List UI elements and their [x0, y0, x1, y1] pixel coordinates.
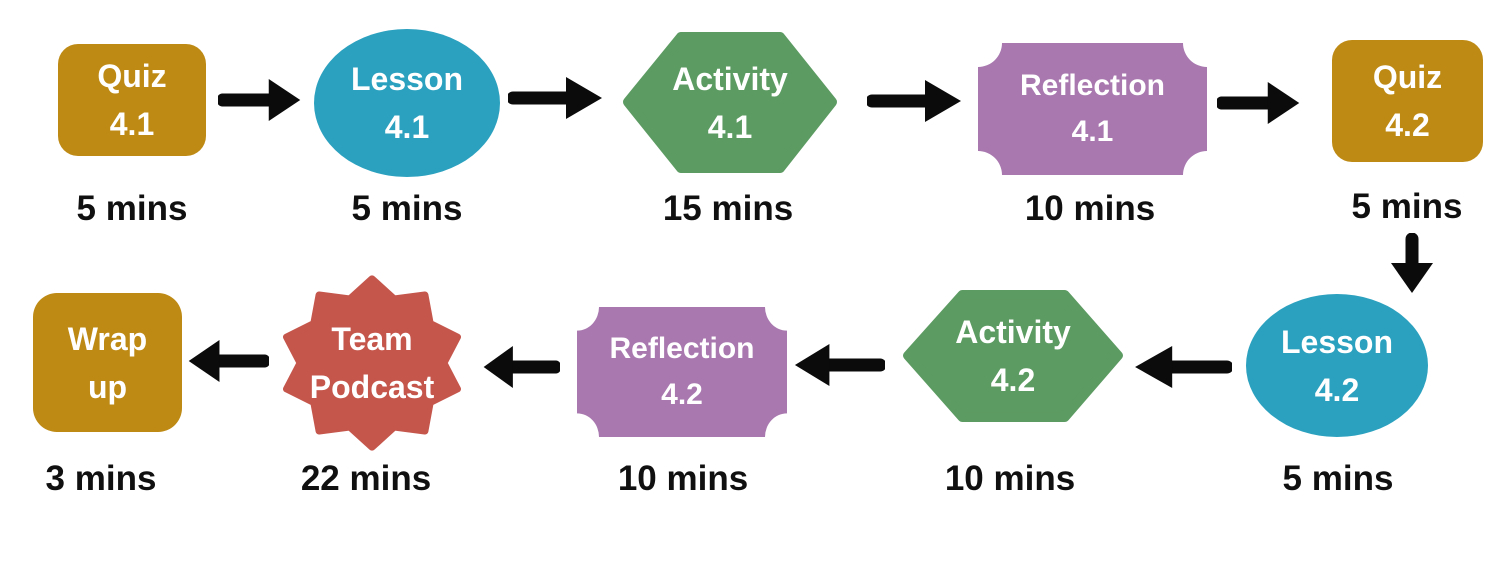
node-activity-4-1: Activity 4.1 — [623, 32, 837, 173]
node-title: Activity — [955, 314, 1071, 350]
node-subtitle: 4.1 — [109, 106, 155, 142]
node-reflection-4-1: Reflection 4.1 — [978, 43, 1207, 175]
node-title: Reflection — [609, 331, 755, 365]
time-label-activity-4-1: 15 mins — [662, 189, 794, 228]
rounded-rectangle-shape — [1332, 40, 1483, 162]
node-quiz-4-2: Quiz 4.2 — [1332, 40, 1483, 162]
node-quiz-4-1: Quiz 4.1 — [58, 44, 206, 156]
arrow-quiz-4-2-to-lesson-4-2-icon — [1391, 233, 1433, 293]
arrow-lesson-4-2-to-activity-4-2-icon — [1135, 346, 1232, 388]
time-label-wrap-up: 3 mins — [45, 459, 157, 498]
arrow-team-podcast-to-wrap-up-icon — [188, 340, 269, 382]
rounded-rectangle-shape — [33, 293, 182, 432]
arrow-lesson-4-1-to-activity-4-1-icon — [508, 77, 602, 119]
node-reflection-4-2: Reflection 4.2 — [577, 307, 787, 437]
node-label: Quiz 4.1 — [58, 44, 206, 156]
node-subtitle: 4.2 — [1385, 107, 1430, 143]
node-activity-4-2: Activity 4.2 — [903, 290, 1123, 422]
hexagon-shape — [903, 290, 1123, 422]
node-title: Lesson — [350, 61, 464, 97]
node-label: Lesson 4.2 — [1246, 294, 1428, 437]
arrow-reflection-4-2-to-team-podcast-icon — [483, 346, 560, 388]
rounded-rectangle-shape — [58, 44, 206, 156]
ellipse-shape — [1246, 294, 1428, 437]
node-team-podcast: Team Podcast — [275, 272, 469, 454]
ticket-plaque-shape — [577, 307, 787, 437]
node-title: Team — [331, 321, 413, 357]
node-label: Activity 4.1 — [623, 32, 837, 173]
time-label-reflection-4-1: 10 mins — [1024, 189, 1156, 228]
time-label-team-podcast: 22 mins — [300, 459, 432, 498]
node-label: Wrap up — [33, 293, 182, 432]
time-label-lesson-4-2: 5 mins — [1282, 459, 1394, 498]
node-title: Lesson — [1280, 323, 1394, 360]
node-subtitle: 4.2 — [990, 362, 1036, 398]
time-label-activity-4-2: 10 mins — [944, 459, 1076, 498]
arrow-activity-4-2-to-reflection-4-2-icon — [794, 344, 885, 386]
node-subtitle: Podcast — [309, 369, 435, 405]
node-label: Reflection 4.1 — [978, 43, 1207, 175]
node-title: Quiz — [1372, 59, 1443, 95]
node-wrap-up: Wrap up — [33, 293, 182, 432]
node-title: Wrap — [67, 320, 148, 357]
node-lesson-4-1: Lesson 4.1 — [314, 29, 500, 177]
time-label-reflection-4-2: 10 mins — [617, 459, 749, 498]
node-title: Activity — [672, 60, 788, 97]
ellipse-shape — [314, 29, 500, 177]
ticket-plaque-shape — [978, 43, 1207, 175]
node-label: Quiz 4.2 — [1332, 40, 1483, 162]
arrow-activity-4-1-to-reflection-4-1-icon — [867, 80, 961, 122]
node-label: Team Podcast — [275, 272, 469, 454]
node-subtitle: up — [87, 368, 128, 405]
node-title: Reflection — [1019, 68, 1166, 102]
time-label-quiz-4-2: 5 mins — [1351, 187, 1463, 226]
node-lesson-4-2: Lesson 4.2 — [1246, 294, 1428, 437]
star-badge-shape — [282, 275, 462, 451]
node-subtitle: 4.1 — [1071, 115, 1114, 148]
node-label: Lesson 4.1 — [314, 29, 500, 177]
node-subtitle: 4.1 — [707, 108, 753, 145]
node-label: Reflection 4.2 — [577, 307, 787, 437]
node-label: Activity 4.2 — [903, 290, 1123, 422]
node-subtitle: 4.1 — [384, 109, 430, 145]
node-subtitle: 4.2 — [1314, 371, 1360, 408]
arrow-reflection-4-1-to-quiz-4-2-icon — [1217, 82, 1300, 124]
node-title: Quiz — [97, 58, 167, 94]
node-subtitle: 4.2 — [661, 378, 703, 411]
hexagon-shape — [623, 32, 837, 173]
time-label-quiz-4-1: 5 mins — [76, 189, 188, 228]
time-label-lesson-4-1: 5 mins — [351, 189, 463, 228]
arrow-quiz-4-1-to-lesson-4-1-icon — [218, 79, 301, 121]
